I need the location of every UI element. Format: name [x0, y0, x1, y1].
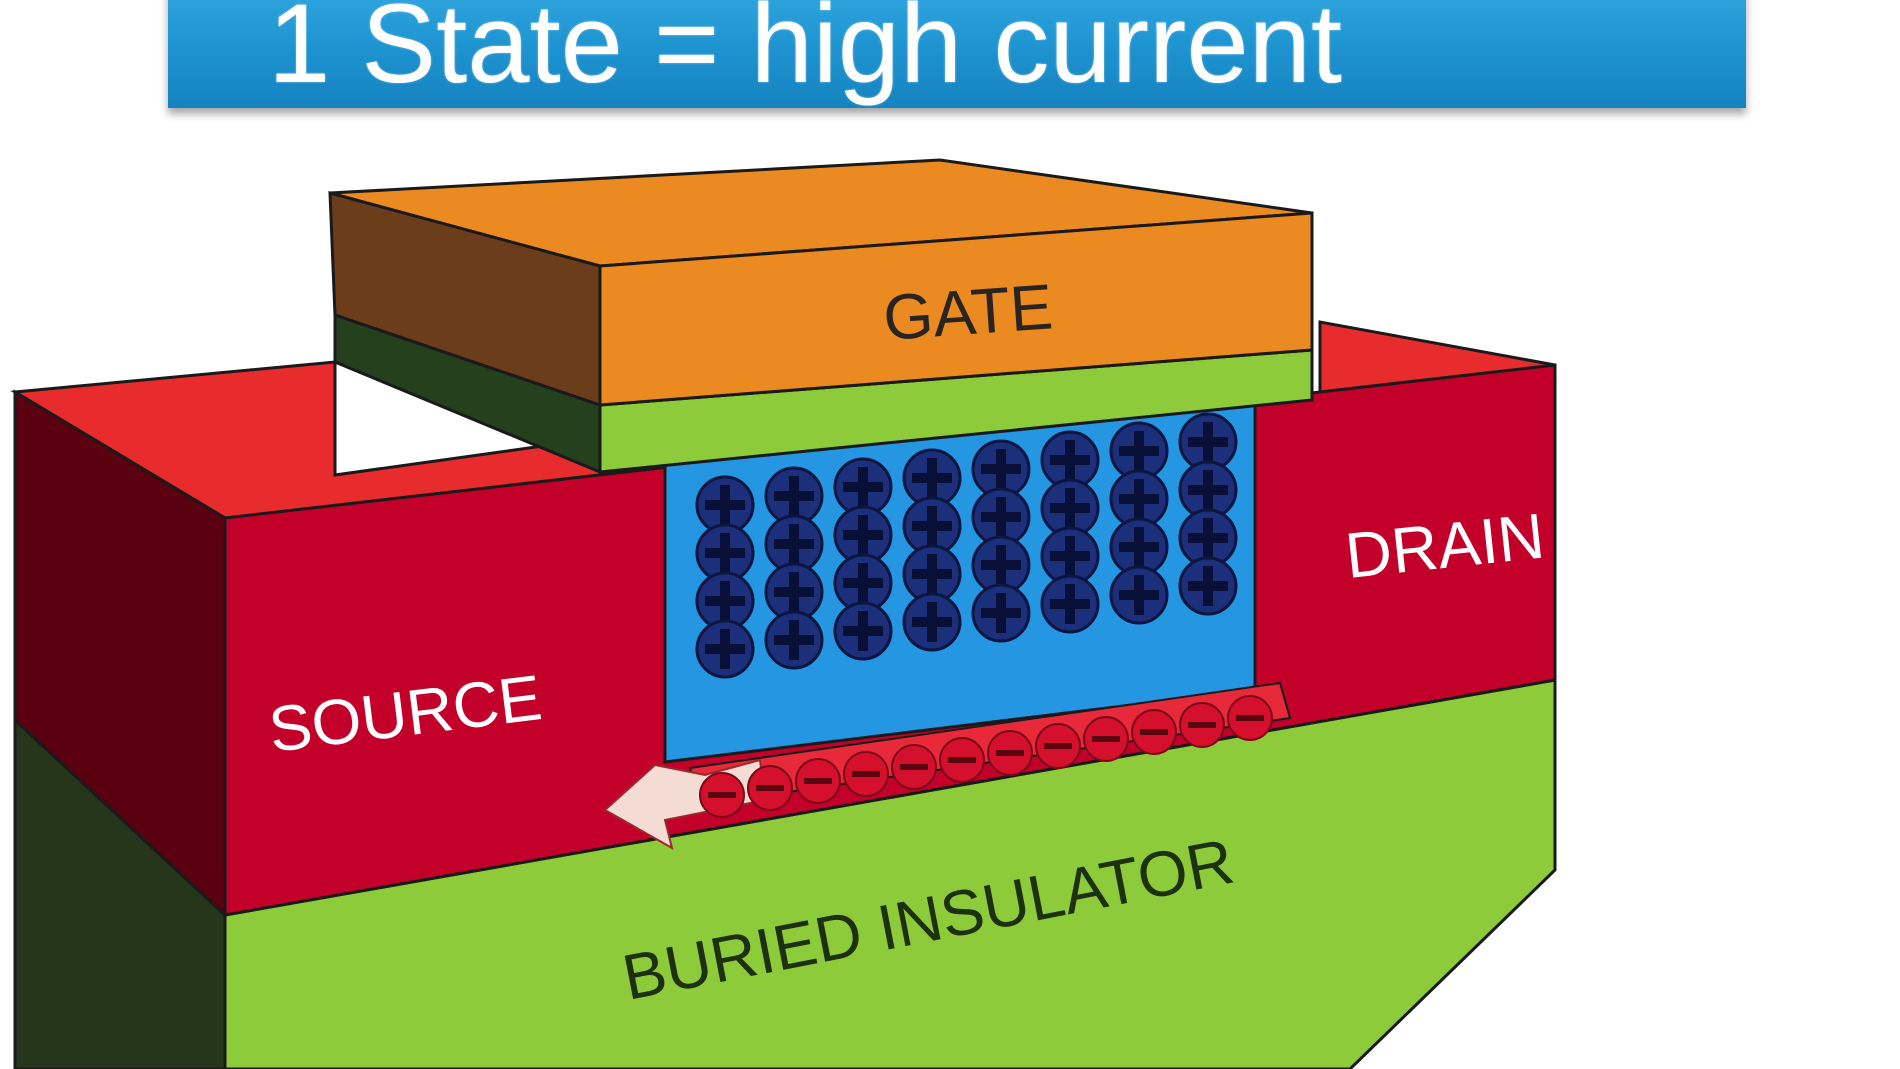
negative-carrier — [987, 730, 1033, 776]
negative-carrier — [1035, 723, 1081, 769]
negative-carrier — [1131, 709, 1177, 755]
negative-carrier — [1227, 695, 1273, 741]
positive-carrier — [695, 619, 755, 679]
positive-carrier — [695, 523, 755, 583]
positive-carrier — [695, 571, 755, 631]
positive-carrier — [1040, 574, 1100, 634]
negative-carriers — [699, 695, 1273, 818]
negative-carrier — [795, 758, 841, 804]
negative-carrier — [939, 737, 985, 783]
banner-title: 1 State = high current — [268, 0, 1343, 106]
positive-carrier — [971, 535, 1031, 595]
negative-carrier — [843, 751, 889, 797]
positive-carrier — [902, 544, 962, 604]
gate-front-face — [598, 211, 1314, 407]
positive-carrier — [1109, 469, 1169, 529]
positive-carrier — [764, 610, 824, 670]
positive-carrier — [833, 601, 893, 661]
positive-carrier — [902, 496, 962, 556]
positive-carrier — [764, 562, 824, 622]
positive-carrier — [1040, 526, 1100, 586]
negative-carrier — [1179, 702, 1225, 748]
title-banner: 1 State = high current — [168, 0, 1746, 108]
positive-carrier — [1109, 565, 1169, 625]
positive-carrier — [1040, 478, 1100, 538]
positive-carrier — [971, 583, 1031, 643]
positive-carrier — [1109, 517, 1169, 577]
negative-carrier — [891, 744, 937, 790]
negative-carrier — [1083, 716, 1129, 762]
gate-label: GATE — [881, 270, 1055, 354]
negative-carrier — [747, 765, 793, 811]
positive-carrier — [1178, 556, 1238, 616]
negative-carrier — [699, 772, 745, 818]
positive-carriers — [695, 412, 1238, 679]
positive-carrier — [902, 592, 962, 652]
